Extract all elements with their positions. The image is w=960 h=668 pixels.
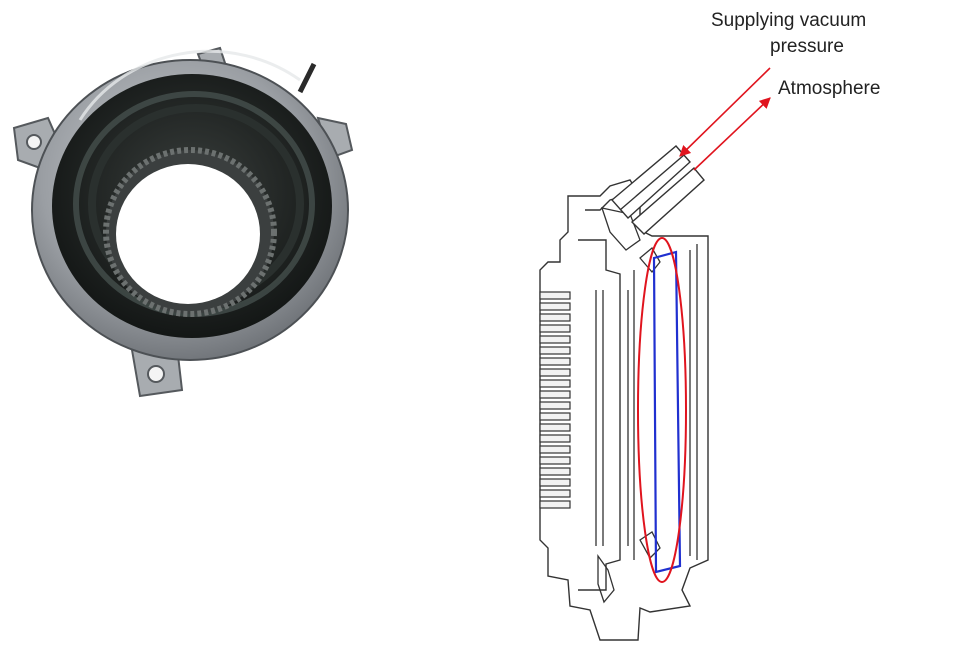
rib (539, 412, 571, 421)
rib (539, 313, 571, 322)
rib (539, 434, 571, 443)
actuator-photo (12, 46, 354, 398)
rib (539, 346, 571, 355)
rib (539, 423, 571, 432)
rib (539, 324, 571, 333)
vent-pin (297, 62, 317, 94)
inner-members (595, 207, 698, 604)
rib (539, 456, 571, 465)
diaphragm-highlight (652, 250, 682, 574)
rib (539, 401, 571, 410)
rib (539, 379, 571, 388)
rib (539, 500, 571, 509)
atmosphere-arrow (693, 97, 771, 171)
rib (539, 478, 571, 487)
ribbed-edge (539, 291, 571, 509)
actuator-cross-section (539, 67, 771, 641)
label-atmosphere: Atmosphere (778, 78, 881, 99)
label-supplying-vacuum: Supplying vacuum (711, 10, 867, 31)
centre-bore (116, 164, 260, 304)
rib (539, 291, 571, 300)
rib (539, 368, 571, 377)
chamber-highlight (637, 237, 687, 583)
rib (539, 357, 571, 366)
label-pressure: pressure (770, 36, 844, 57)
vacuum-arrow (679, 67, 771, 157)
rib (539, 302, 571, 311)
rib (539, 467, 571, 476)
rib (539, 390, 571, 399)
rib (539, 335, 571, 344)
housing-outline (539, 179, 709, 641)
rib (539, 445, 571, 454)
vacuum-port (610, 145, 705, 235)
rib (539, 489, 571, 498)
